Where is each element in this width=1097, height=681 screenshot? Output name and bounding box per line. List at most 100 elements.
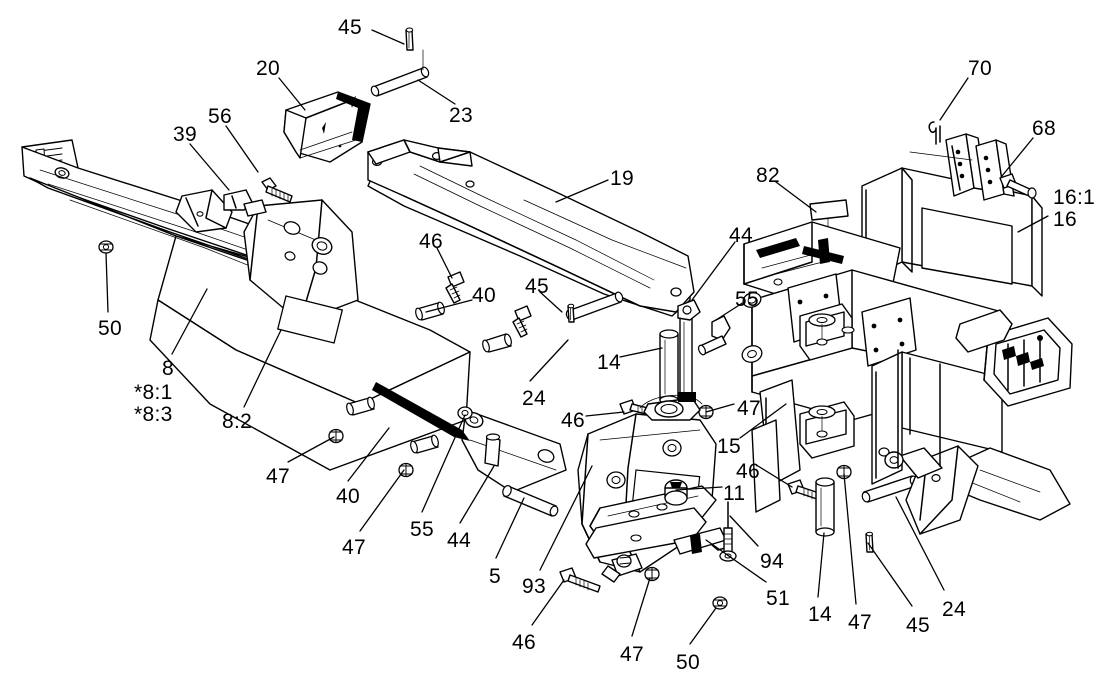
leader-c46c: [757, 465, 793, 488]
callout-c46a: 46: [419, 230, 443, 253]
callout-c93: 93: [522, 575, 546, 598]
right-arm-stub: [899, 445, 1071, 535]
callout-c45b: 45: [525, 275, 549, 298]
leader-lines: [105, 29, 1049, 645]
callout-c16: 16: [1053, 208, 1077, 231]
callout-c40a: 40: [472, 284, 496, 307]
part-15-washers: [808, 313, 855, 438]
boom-lower-link: [372, 382, 567, 517]
callout-c46b: 46: [561, 409, 585, 432]
leader-c46a: [436, 247, 453, 279]
callout-c94: 94: [760, 550, 784, 573]
part-68-bolt: [999, 173, 1037, 199]
callout-c45a: 45: [338, 16, 362, 39]
leader-c47e: [843, 473, 857, 605]
leader-c14b: [817, 532, 825, 598]
leader-c44a: [691, 241, 736, 301]
leader-c20: [278, 77, 306, 111]
part-45-cotter-top: [405, 27, 414, 51]
part-47-nut-3: [644, 566, 660, 582]
leader-c11: [675, 486, 723, 491]
part-40-bushing-2: [482, 333, 512, 353]
callout-c19: 19: [610, 167, 634, 190]
callout-c47d: 47: [620, 643, 644, 666]
leader-c68: [1001, 137, 1034, 177]
leader-c93: [539, 465, 593, 571]
leader-c23: [417, 79, 456, 105]
callout-c47c: 47: [342, 536, 366, 559]
callout-c8_3: *8:3: [134, 403, 173, 426]
part-11-boss: [664, 479, 688, 506]
leader-c19: [555, 179, 609, 203]
callout-c40b: 40: [336, 485, 360, 508]
part-14-cylinder-left: [659, 329, 679, 405]
leader-c51: [705, 539, 767, 583]
leader-c40a: [425, 299, 473, 313]
leader-c5: [495, 497, 525, 559]
callout-c55a: 55: [735, 288, 759, 311]
step-platform: [955, 309, 1073, 407]
boom-head-plate: [243, 199, 359, 344]
leader-c47d: [631, 577, 651, 637]
leader-c45c: [867, 542, 913, 607]
part-15-collar: [639, 392, 703, 421]
callout-c24b: 24: [942, 598, 966, 621]
leader-c24a: [529, 339, 569, 382]
callout-c46d: 46: [512, 631, 536, 654]
callout-c5: 5: [489, 565, 501, 588]
part-56-bolt: [261, 177, 293, 203]
right-main-frame: [741, 121, 1073, 553]
leader-c50a: [105, 252, 109, 313]
part-46-bolt-1: [445, 271, 465, 304]
callout-c16_1: 16:1: [1053, 186, 1096, 209]
leader-c46b: [585, 411, 625, 417]
callout-c20: 20: [256, 57, 280, 80]
hardware-left-cluster: [98, 177, 624, 478]
leader-c47c: [359, 469, 405, 532]
callout-c68: 68: [1032, 117, 1056, 140]
leader-c56: [225, 125, 259, 173]
part-50-nut-left: [98, 240, 114, 254]
leader-c55a: [715, 301, 745, 321]
callout-c24a: 24: [522, 387, 546, 410]
leader-c15: [739, 403, 787, 439]
leader-c44b: [459, 465, 495, 524]
boom-side-plate: [175, 189, 233, 233]
callout-c70: 70: [968, 57, 992, 80]
leader-c50b: [689, 607, 717, 645]
part-39-clip: [223, 189, 267, 217]
callout-c45c: 45: [906, 614, 930, 637]
leader-c47b: [287, 436, 335, 463]
part-20-cover: [283, 91, 371, 163]
part-19-boom: [367, 139, 695, 317]
callout-c14b: 14: [808, 603, 832, 626]
part-47-nut-2: [398, 462, 414, 478]
callout-c55b: 55: [410, 518, 434, 541]
part-46-bolt-2: [512, 305, 532, 338]
callout-c44b: 44: [447, 529, 471, 552]
callout-c50b: 50: [676, 651, 700, 674]
part-14-cylinder-right: [815, 477, 835, 537]
callout-c14a: 14: [597, 351, 621, 374]
leader-c94: [729, 515, 759, 547]
center-cylinders: [619, 299, 731, 421]
callout-c51: 51: [766, 587, 790, 610]
leader-c45b: [539, 291, 563, 313]
callout-c56: 56: [208, 105, 232, 128]
part-46-bolt-3: [559, 567, 601, 593]
callout-c8_2: 8:2: [222, 410, 253, 433]
callout-c46c: 46: [736, 460, 760, 483]
callout-c82: 82: [756, 164, 780, 187]
part-93-bracket: [601, 553, 643, 583]
callout-c47a: 47: [737, 397, 761, 420]
part-40-bushing-3: [346, 396, 375, 416]
frame-bushings: [741, 292, 763, 363]
part-50-nut-bottom: [712, 596, 728, 610]
part-44-rod: [677, 299, 701, 402]
callout-c47e: 47: [848, 611, 872, 634]
part-23-pin: [370, 49, 430, 97]
callout-c23: 23: [449, 104, 473, 127]
callout-c11: 11: [723, 482, 746, 505]
